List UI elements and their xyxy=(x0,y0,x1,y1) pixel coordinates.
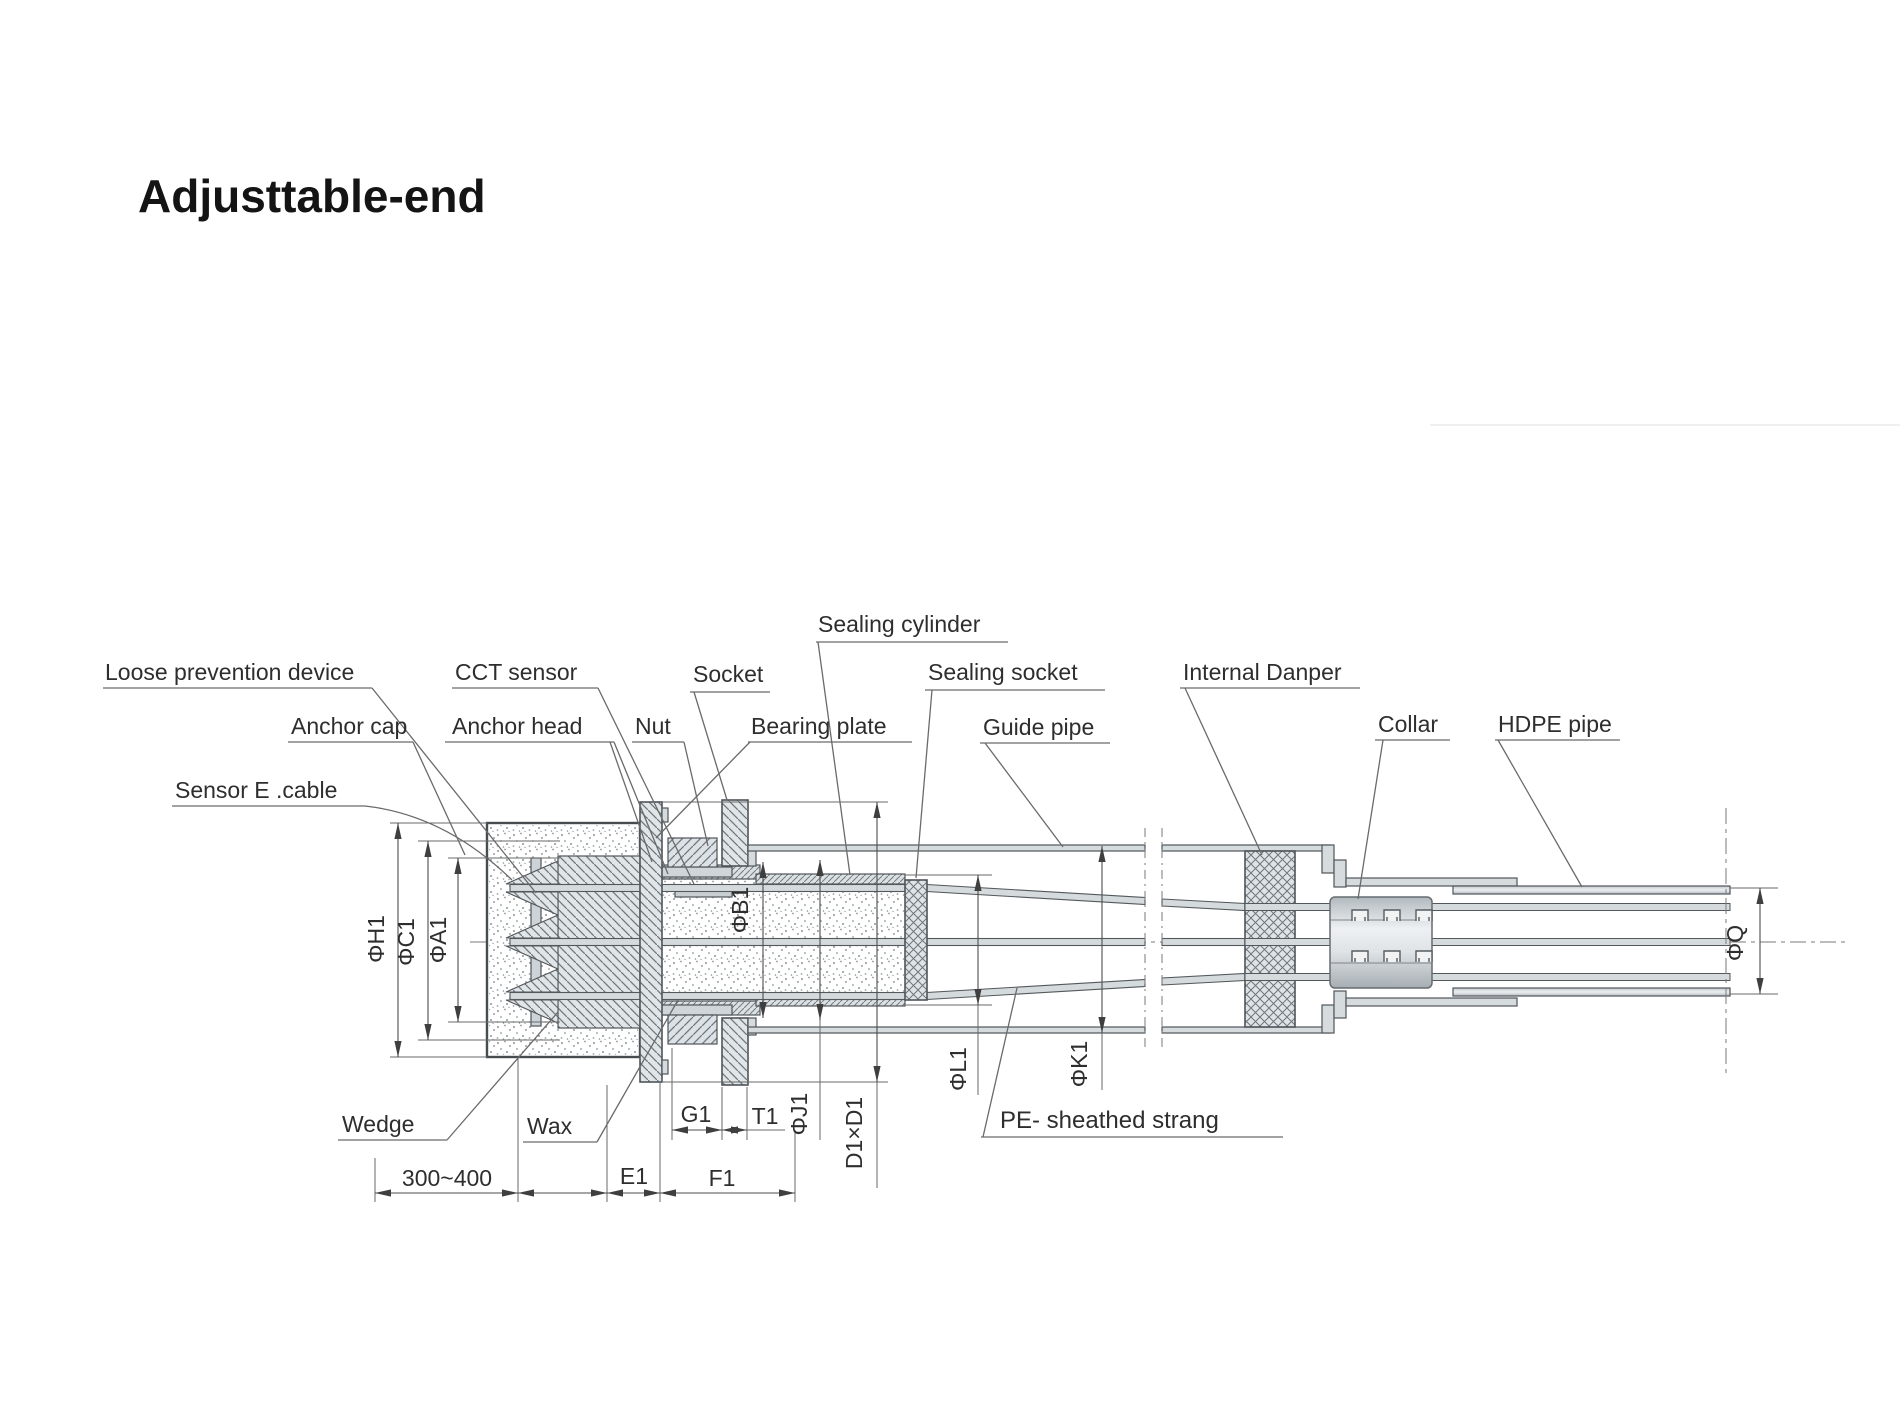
label-loose-prevention-device: Loose prevention device xyxy=(105,659,354,685)
dimension-lines xyxy=(374,801,1778,1202)
collar-body xyxy=(1329,896,1433,989)
label-nut: Nut xyxy=(635,713,671,739)
label-leaders xyxy=(103,641,1620,1143)
dimension-labels: ΦH1 ΦC1 ΦA1 ΦB1 ΦJ1 D1×D1 ΦL1 ΦK1 ΦQ G1 … xyxy=(363,887,1748,1191)
dim-phi-l1: ΦL1 xyxy=(945,1047,971,1091)
label-anchor-head: Anchor head xyxy=(452,713,582,739)
dim-phi-b1: ΦB1 xyxy=(727,887,753,933)
label-internal-danper: Internal Danper xyxy=(1183,659,1342,685)
label-collar: Collar xyxy=(1378,711,1438,737)
dim-d1xd1: D1×D1 xyxy=(841,1097,867,1169)
strands-through-damper xyxy=(1244,903,1731,981)
dim-phi-c1: ΦC1 xyxy=(393,918,419,966)
dim-g1: G1 xyxy=(681,1101,712,1127)
label-socket: Socket xyxy=(693,661,764,687)
dim-t1: T1 xyxy=(752,1103,779,1129)
label-anchor-cap: Anchor cap xyxy=(291,713,407,739)
dim-300-400: 300~400 xyxy=(402,1165,492,1191)
sealing-socket-ring xyxy=(904,879,928,1001)
wedges xyxy=(505,860,559,1024)
collar-clamps xyxy=(1351,909,1433,962)
page-title: Adjusttable-end xyxy=(138,170,486,222)
label-sensor-e-cable: Sensor E .cable xyxy=(175,777,337,803)
strands xyxy=(509,883,1246,1001)
faint-divider xyxy=(1430,424,1900,426)
label-pe-sheathed-strang: PE- sheathed strang xyxy=(1000,1107,1219,1134)
dim-phi-h1: ΦH1 xyxy=(363,915,389,963)
part-labels: Sealing cylinder Loose prevention device… xyxy=(105,611,1612,1139)
dim-e1: E1 xyxy=(620,1163,648,1189)
hdpe-pipe-walls xyxy=(1452,885,1731,997)
label-hdpe-pipe: HDPE pipe xyxy=(1498,711,1612,737)
label-cct-sensor: CCT sensor xyxy=(455,659,578,685)
dim-phi-a1: ΦA1 xyxy=(425,917,451,963)
dim-phi-k1: ΦK1 xyxy=(1066,1041,1092,1087)
dim-f1: F1 xyxy=(709,1165,736,1191)
guide-pipe xyxy=(747,844,1518,1034)
label-sealing-socket: Sealing socket xyxy=(928,659,1078,685)
bearing-plate xyxy=(639,801,669,1083)
dim-phi-j1: ΦJ1 xyxy=(786,1093,812,1136)
dim-phi-q: ΦQ xyxy=(1722,925,1748,961)
label-bearing-plate: Bearing plate xyxy=(751,713,887,739)
label-sealing-cylinder: Sealing cylinder xyxy=(818,611,981,637)
label-guide-pipe: Guide pipe xyxy=(983,714,1094,740)
label-wedge: Wedge xyxy=(342,1111,414,1137)
label-wax: Wax xyxy=(527,1113,573,1139)
nut-section xyxy=(667,837,718,1045)
